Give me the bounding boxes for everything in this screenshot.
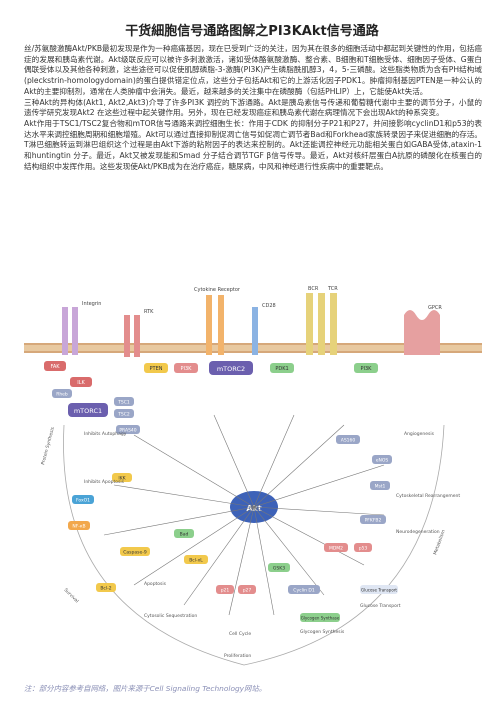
svg-text:MDM2: MDM2 [329,546,343,552]
node-mtorc2: mTORC2 [209,361,253,375]
node-nfkb: NF-κB [68,521,90,530]
receptor-gpcr: GPCR [404,305,442,355]
label-cytosolic-sequestration: Cytosolic Sequestration [144,613,197,619]
paragraph-3: Akt作用于TSC1/TSC2复合物和mTOR信号通路来调控细胞生长：作用于CD… [24,118,482,171]
node-pras40: PRAS40 [116,425,140,434]
node-pdk1: PDK1 [270,363,294,373]
svg-text:p27: p27 [243,588,252,594]
pathway-diagram: Integrin RTK Cytokine Receptor CD28 BCR … [24,286,482,666]
label-gpcr: GPCR [428,305,442,311]
label-tcr: TCR [327,286,338,292]
node-pi3k-1: PI3K [174,363,198,373]
label-glycogen-synthesis: Glycogen Synthesis [300,629,345,635]
svg-text:FAK: FAK [50,364,60,370]
node-mdm2: MDM2 [324,543,348,552]
label-survival: Survival [63,587,80,604]
svg-text:p53: p53 [359,546,368,552]
node-foxo1: FoxO1 [72,495,94,504]
receptor-rtk: RTK [124,309,154,357]
svg-text:FoxO1: FoxO1 [76,498,90,504]
node-p27: p27 [238,585,256,594]
svg-text:PFKFB2: PFKFB2 [365,518,382,524]
svg-text:GSK3: GSK3 [273,566,285,572]
node-mst1: Mst1 [370,481,390,490]
node-as160: AS160 [336,435,360,444]
label-inhibits-autophagy: Inhibits Autophagy [84,431,127,437]
source-note: 注：部分内容参考自网络，图片来源于Cell Signaling Technolo… [24,684,267,693]
receptor-cd28: CD28 [252,303,276,355]
node-tsc2: TSC2 [114,409,134,418]
svg-text:PDK1: PDK1 [275,366,288,372]
svg-text:Bad: Bad [180,532,189,538]
page-title: 干货細胞信号通路图解之PI3KAkt信号通路 [125,24,379,39]
node-bad: Bad [174,529,194,538]
svg-text:Bcl-xL: Bcl-xL [189,558,203,564]
svg-text:Glycogen Synthase: Glycogen Synthase [301,616,340,621]
label-cd28: CD28 [262,303,276,309]
label-rtk: RTK [144,309,154,315]
label-angiogenesis: Angiogenesis [404,431,435,437]
svg-text:PI3K: PI3K [361,366,373,372]
svg-text:Caspase-9: Caspase-9 [123,550,147,556]
node-bcl2: Bcl-2 [96,583,116,592]
svg-text:eNOS: eNOS [376,458,389,464]
svg-text:Cyclin D1: Cyclin D1 [293,588,315,594]
node-rheb: Rheb [52,389,72,398]
svg-text:PI3K: PI3K [181,366,193,372]
node-caspase9: Caspase-9 [120,547,150,556]
node-gsk3: GSK3 [268,563,290,572]
svg-text:p21: p21 [221,588,230,594]
receptor-integrin: Integrin [62,301,101,355]
node-enos: eNOS [372,455,392,464]
node-mtorc1: mTORC1 [68,403,108,417]
svg-text:Bcl-2: Bcl-2 [100,586,111,592]
svg-text:mTORC1: mTORC1 [74,407,102,415]
outcome-arc [63,424,445,666]
paragraph-2: 三种Akt的异构体(Akt1, Akt2,Akt3)介导了许多PI3K 调控的下… [24,97,482,118]
node-glucose-transport: Glucose Transport [360,585,398,594]
label-neurodegeneration: Neurodegeneration [396,529,440,535]
label-glucose-transport: Glucose Transport [360,603,401,609]
paragraph-1: 丝/苏氨酸激酶Akt/PKB最初发现是作为一种癌痛基因，现在已受到广泛的关注，因… [24,44,482,96]
label-cell-cycle: Cell Cycle [229,631,251,637]
label-cytoskeletal: Cytoskeletal Rearrangement [396,493,460,499]
svg-text:TSC1: TSC1 [117,400,130,406]
label-cytokine: Cytokine Receptor [194,287,241,293]
akt-spokes [103,414,385,616]
svg-text:AS160: AS160 [341,438,356,444]
svg-text:Rheb: Rheb [56,392,68,398]
node-p53: p53 [354,543,372,552]
node-fak: FAK [44,361,66,371]
label-protein-synthesis: Protein Synthesis [40,426,56,466]
article-body: 丝/苏氨酸激酶Akt/PKB最初发现是作为一种癌痛基因，现在已受到广泛的关注，因… [24,44,482,172]
svg-text:Mst1: Mst1 [375,484,386,490]
svg-text:IKK: IKK [118,476,126,482]
label-bcr: BCR [308,286,319,292]
node-pi3k-2: PI3K [354,363,378,373]
node-bclxl: Bcl-xL [184,555,208,564]
node-pfkfb2: PFKFB2 [360,515,386,524]
svg-text:NF-κB: NF-κB [72,524,85,530]
node-p21: p21 [216,585,234,594]
receptor-bcr-tcr: BCR TCR [306,286,338,355]
svg-text:TSC2: TSC2 [117,412,130,418]
node-ikk: IKK [112,473,132,482]
svg-text:Glucose Transport: Glucose Transport [361,588,397,593]
svg-text:mTORC2: mTORC2 [217,365,245,373]
svg-text:ILK: ILK [77,380,85,386]
node-ilk: ILK [70,377,92,387]
label-integrin: Integrin [82,301,101,307]
node-tsc1: TSC1 [114,397,134,406]
svg-text:PRAS40: PRAS40 [119,428,136,434]
node-cyclind1: Cyclin D1 [288,585,320,594]
label-apoptosis: Apoptosis [144,581,167,587]
node-pten: PTEN [144,363,168,373]
receptor-cytokine: Cytokine Receptor [194,287,241,355]
label-proliferation: Proliferation [224,653,251,659]
node-glycogen-synthase: Glycogen Synthase [300,613,340,622]
svg-text:PTEN: PTEN [150,366,163,372]
label-inhibits-apoptosis: Inhibits Apoptosis [84,479,125,485]
